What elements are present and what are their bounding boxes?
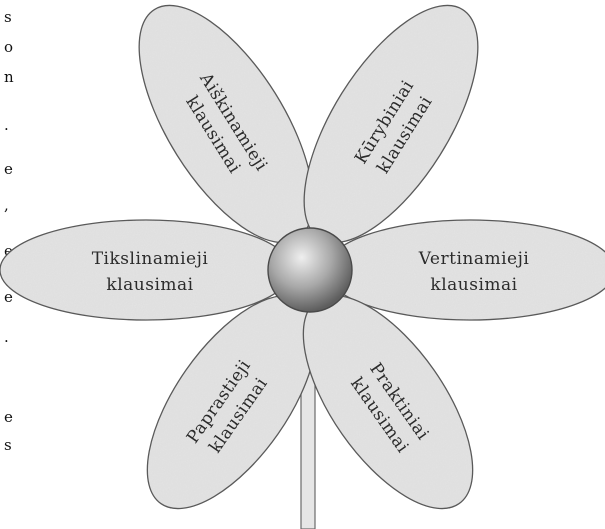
petal-left [0,220,292,320]
flower-center [268,228,352,312]
petal-label-line1: Tikslinamieji [92,249,209,269]
petal-label-line2: klausimai [430,275,517,295]
petal-label-line1: Vertinamieji [418,249,530,269]
petal-label-line2: klausimai [106,275,193,295]
